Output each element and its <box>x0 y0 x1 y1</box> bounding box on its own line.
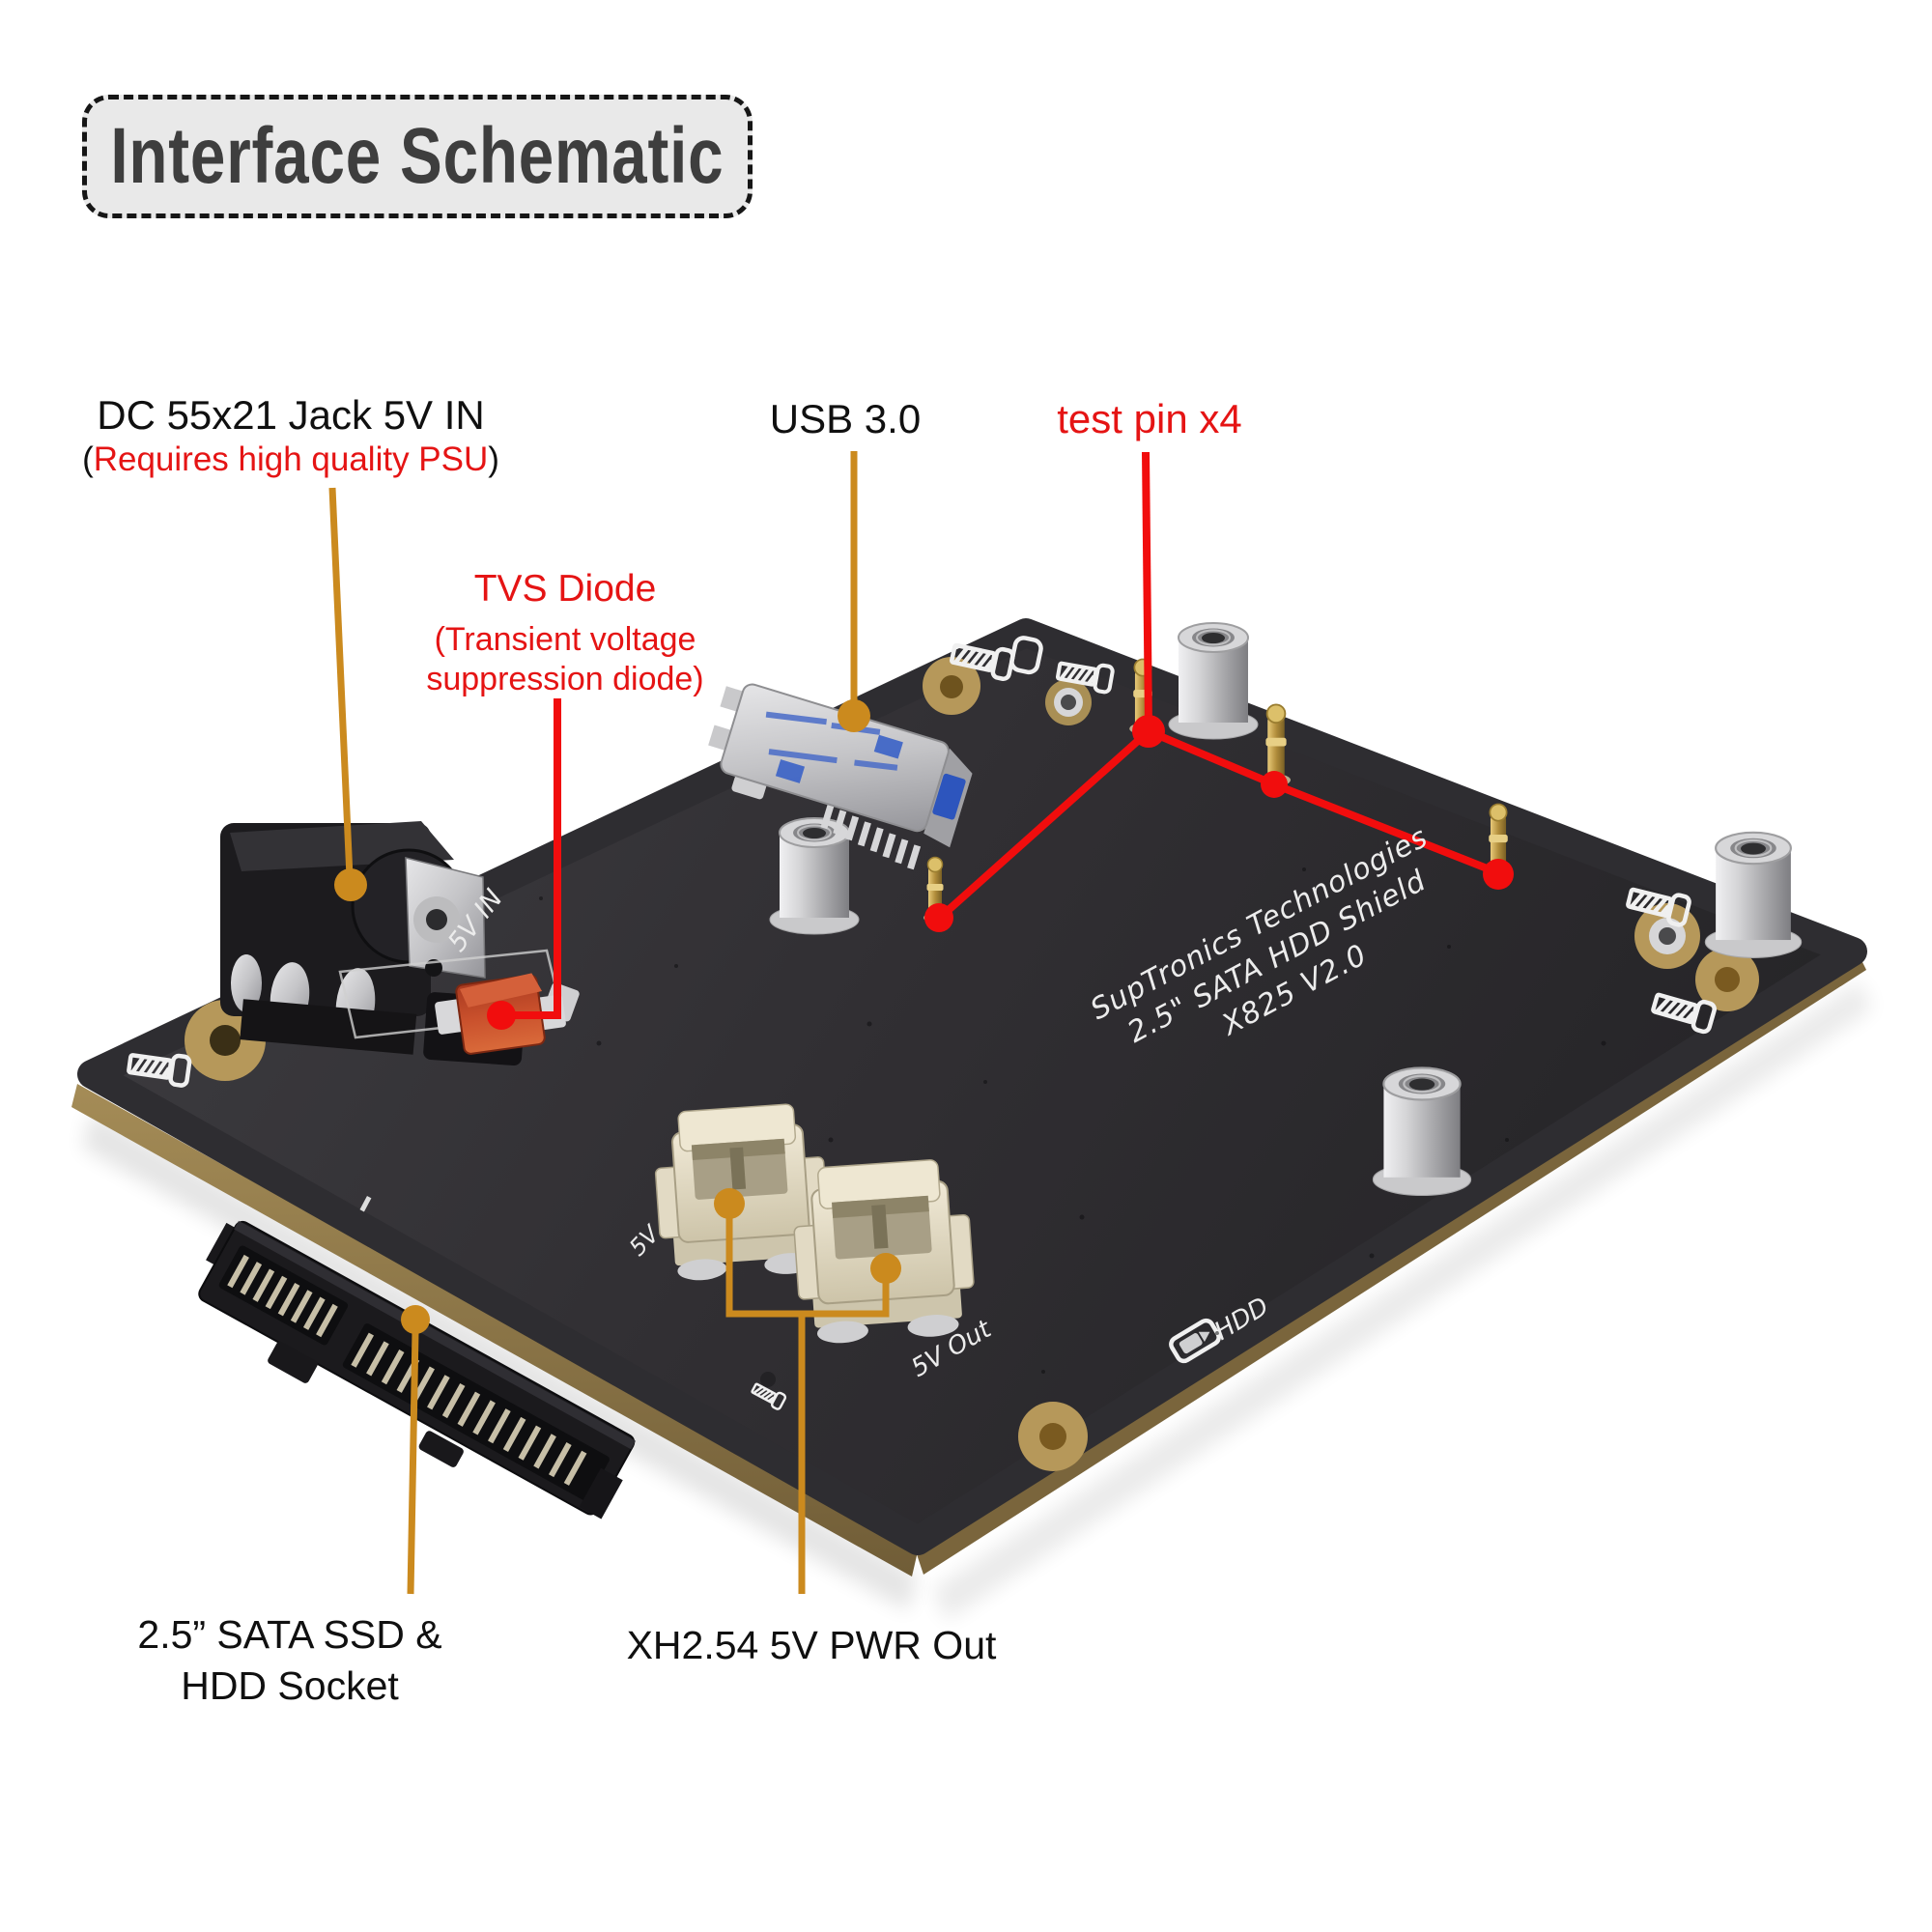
page-title: Interface Schematic <box>110 112 724 200</box>
tvs-diode-label: TVS Diode (Transient voltage suppression… <box>426 568 704 697</box>
standoff <box>1168 622 1259 740</box>
usb3-port <box>708 683 973 870</box>
dc-jack-label-line2: (Requires high quality PSU) <box>82 440 499 478</box>
hdd-led-icon <box>1169 1318 1221 1364</box>
red-leader-lines <box>487 451 1514 1030</box>
dc-jack <box>220 821 580 1066</box>
screw-icons <box>128 636 1716 1411</box>
standoff <box>1372 1066 1472 1197</box>
orange-leader-lines <box>328 451 901 1595</box>
board-shadow <box>82 1111 918 1611</box>
sata-socket-label: 2.5” SATA SSD & HDD Socket <box>137 1612 442 1709</box>
pcb-top <box>77 618 1867 1555</box>
pcb-edge <box>71 1084 918 1577</box>
test-pin-label: test pin x4 <box>1057 396 1242 441</box>
standoff <box>769 817 860 935</box>
usb-label: USB 3.0 <box>769 396 922 441</box>
standoff <box>1704 831 1803 959</box>
dc-jack-label: DC 55x21 Jack 5V IN (Requires high quali… <box>75 392 506 479</box>
xh-power-label: XH2.54 5V PWR Out <box>626 1623 997 1667</box>
nut-icon <box>1009 636 1043 675</box>
title-box: Interface Schematic <box>82 95 753 218</box>
dc-jack-label-line1: DC 55x21 Jack 5V IN <box>97 392 485 438</box>
mounting-pads <box>185 657 1759 1471</box>
board-texture <box>539 867 1606 1387</box>
board-shadow <box>932 980 1872 1621</box>
